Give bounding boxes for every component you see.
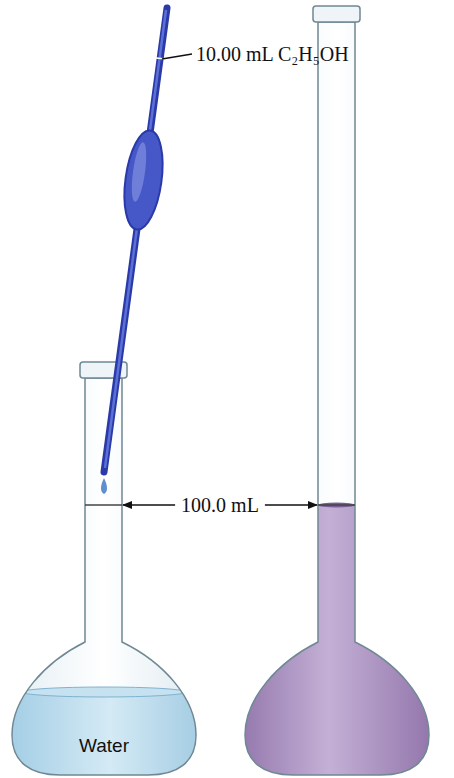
pipette <box>101 8 168 494</box>
liquid-label: Water <box>79 736 129 757</box>
dimension-arrow <box>123 504 175 505</box>
dimension-label: 100.0 mL <box>178 494 262 516</box>
dimension-arrow <box>265 504 317 505</box>
volumetric-flask <box>230 6 450 778</box>
volume-label: 10.00 mL C₂H₅OH <box>196 43 349 65</box>
leader-line <box>162 54 192 59</box>
